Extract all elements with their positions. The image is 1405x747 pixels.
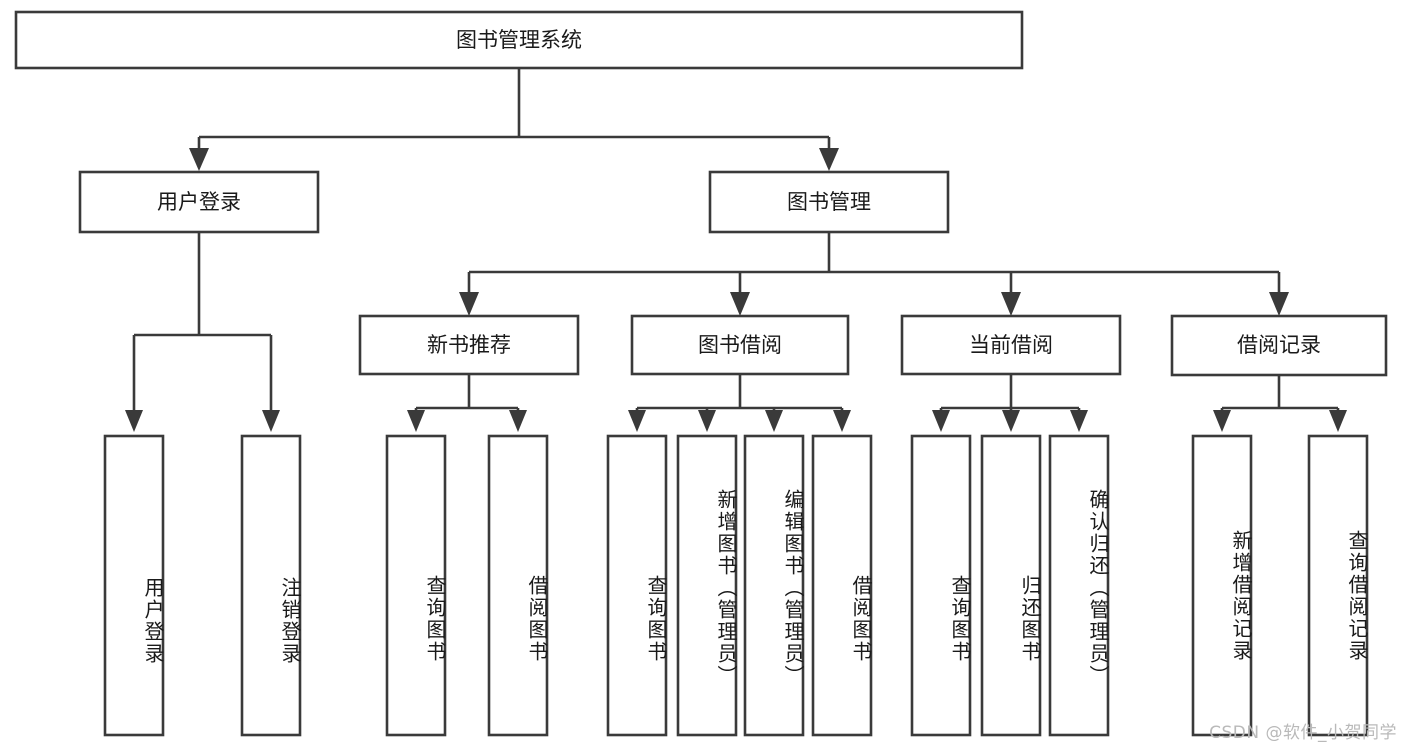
arrow-head-leaf-borrow-book-1 [509, 410, 527, 432]
node-root-label: 图书管理系统 [456, 28, 582, 52]
connector-group-book-borrow [628, 374, 851, 432]
node-user-login-label: 用户登录 [157, 190, 241, 214]
arrow-head-leaf-query-record [1329, 410, 1347, 432]
arrow-head-current-borrow [1001, 292, 1021, 316]
node-book-borrow[interactable]: 图书借阅 [630, 314, 850, 376]
node-leaf-query-book-2-box[interactable] [606, 434, 668, 737]
watermark: CSDN @软件_小贺同学 [1209, 723, 1397, 743]
node-leaf-borrow-book-1-box[interactable] [487, 434, 549, 737]
arrow-head-leaf-query-book-1 [407, 410, 425, 432]
node-current-borrow-label: 当前借阅 [969, 333, 1053, 357]
arrow-head-leaf-query-book-2 [628, 410, 646, 432]
connector-group-borrow-record [1213, 375, 1347, 432]
node-book-manage-box[interactable] [708, 170, 950, 234]
arrow-head-leaf-edit-book [765, 410, 783, 432]
node-new-book-recommend[interactable]: 新书推荐 [358, 314, 580, 376]
arrow-head-leaf-return-book [1002, 410, 1020, 432]
node-book-borrow-label: 图书借阅 [698, 333, 782, 357]
node-borrow-record[interactable]: 借阅记录 [1170, 314, 1388, 377]
arrow-head-leaf-logout-login [262, 410, 280, 432]
node-new-book-recommend-box[interactable] [358, 314, 580, 376]
arrow-head-borrow-record [1269, 292, 1289, 316]
node-book-borrow-box[interactable] [630, 314, 850, 376]
node-current-borrow-box[interactable] [900, 314, 1122, 376]
node-leaf-borrow-book-2-box[interactable] [811, 434, 873, 737]
node-leaf-query-record-box[interactable] [1307, 434, 1369, 737]
node-leaf-edit-book-box[interactable] [743, 434, 805, 737]
node-current-borrow[interactable]: 当前借阅 [900, 314, 1122, 376]
connector-group-user-login [125, 232, 280, 432]
node-user-login-box[interactable] [78, 170, 320, 234]
node-leaf-add-record-box[interactable] [1191, 434, 1253, 737]
arrow-head-book-manage [819, 148, 839, 171]
node-book-manage[interactable]: 图书管理 [708, 170, 950, 234]
arrow-head-user-login [189, 148, 209, 171]
leaf-boxes [103, 434, 1369, 737]
arrow-head-leaf-add-record [1213, 410, 1231, 432]
node-book-manage-label: 图书管理 [787, 190, 871, 214]
connector-group-book-manage [459, 232, 1289, 316]
node-leaf-return-book-box[interactable] [980, 434, 1042, 737]
node-root[interactable]: 图书管理系统 [14, 10, 1024, 70]
node-leaf-query-book-1-box[interactable] [385, 434, 447, 737]
node-new-book-recommend-label: 新书推荐 [427, 333, 511, 357]
node-root-box[interactable] [14, 10, 1024, 70]
arrow-head-leaf-borrow-book-2 [833, 410, 851, 432]
arrow-head-book-borrow [730, 292, 750, 316]
node-leaf-add-book-box[interactable] [676, 434, 738, 737]
connector-group-root [189, 68, 839, 171]
node-leaf-user-login-box[interactable] [103, 434, 165, 737]
node-leaf-query-book-3-box[interactable] [910, 434, 972, 737]
connector-group-current-borrow [932, 374, 1088, 432]
arrow-head-new-book-recommend [459, 292, 479, 316]
node-leaf-logout-login-box[interactable] [240, 434, 302, 737]
node-user-login[interactable]: 用户登录 [78, 170, 320, 234]
node-borrow-record-label: 借阅记录 [1237, 333, 1321, 357]
arrow-head-leaf-confirm-return [1070, 410, 1088, 432]
connector-group-new-book-recommend [407, 374, 527, 432]
arrow-head-leaf-add-book [698, 410, 716, 432]
node-borrow-record-box[interactable] [1170, 314, 1388, 377]
arrow-head-leaf-query-book-3 [932, 410, 950, 432]
node-leaf-confirm-return-box[interactable] [1048, 434, 1110, 737]
arrow-head-leaf-user-login [125, 410, 143, 432]
